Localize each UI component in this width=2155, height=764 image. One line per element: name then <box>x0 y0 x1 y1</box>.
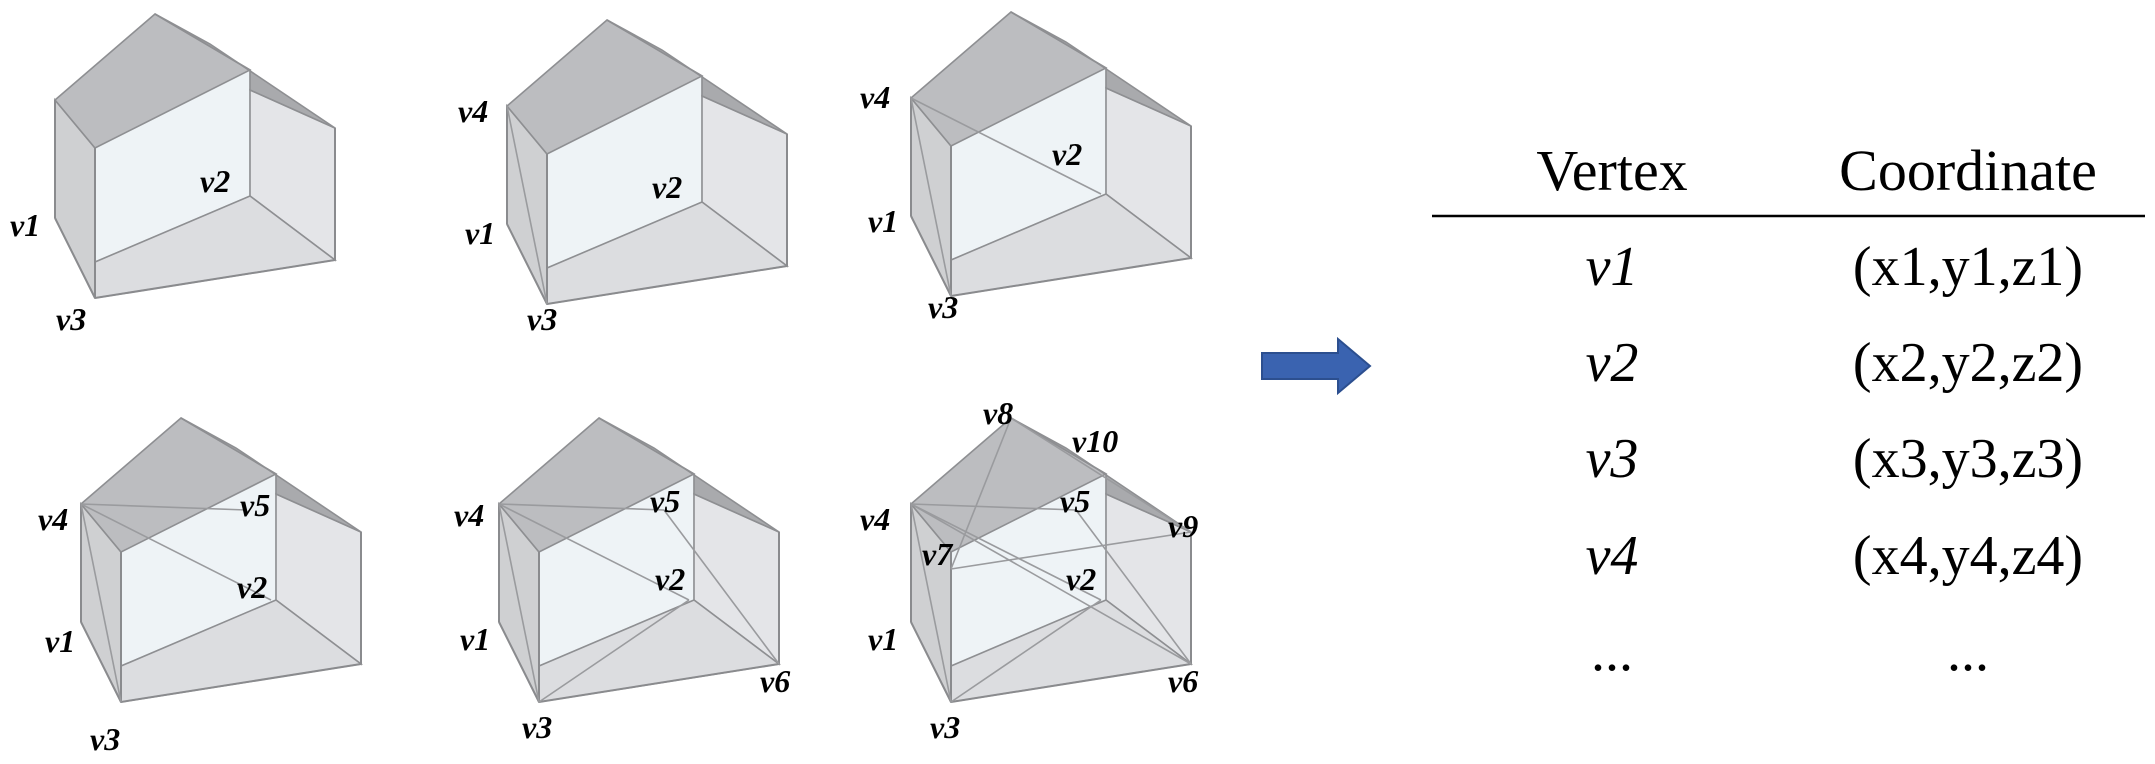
house-edge <box>506 223 548 305</box>
house-edge <box>546 265 788 305</box>
house-model: v4 v1 v2 v3 <box>458 19 789 337</box>
house-edge <box>950 663 1192 703</box>
table-row-2-coordinate: (x2,y2,z2) <box>1853 332 2083 394</box>
house-edge <box>498 621 540 703</box>
vertex-label: v3 <box>56 301 86 337</box>
house-edge <box>54 217 96 299</box>
diagonal-edge <box>910 97 952 297</box>
diagonal-edge <box>80 503 122 703</box>
table-row-4-vertex: v4 <box>1586 525 1639 587</box>
house-roof-right <box>606 19 788 135</box>
vertex-label: v6 <box>760 663 790 699</box>
vertex-label: v3 <box>90 721 120 757</box>
house-roof-right <box>1010 11 1192 127</box>
vertex-label: v9 <box>1168 508 1198 544</box>
vertex-label: v6 <box>1168 663 1198 699</box>
vertex-label: v1 <box>460 621 490 657</box>
vertex-label: v1 <box>868 203 898 239</box>
vertex-label: v4 <box>860 79 890 115</box>
vertex-label: v2 <box>1052 136 1082 172</box>
table-row-3-coordinate: (x3,y3,z3) <box>1853 428 2083 490</box>
vertex-label: v3 <box>930 709 960 745</box>
diagonal-edge <box>910 503 1102 601</box>
house-roof-right <box>598 417 780 533</box>
vertex-label: v5 <box>1060 483 1090 519</box>
vertex-label: v2 <box>655 561 685 597</box>
house-edge <box>538 663 780 703</box>
diagonal-edge <box>498 503 540 703</box>
vertex-label: v10 <box>1072 423 1118 459</box>
diagonal-edge <box>538 599 690 703</box>
house-model: v1 v2 v3 <box>10 13 337 337</box>
diagonal-edge <box>80 503 247 511</box>
house-model: v4 v2 v1 v3 <box>860 11 1193 325</box>
diagonal-edge <box>498 503 665 511</box>
house-edge <box>950 257 1192 297</box>
vertex-label: v1 <box>868 621 898 657</box>
house-roof-right <box>180 417 362 533</box>
diagonal-edge <box>1075 509 1192 665</box>
house-edge <box>120 663 362 703</box>
diagonal-edge <box>910 97 1102 195</box>
vertex-label: v4 <box>458 93 488 129</box>
house-model: v4 v5 v2 v1 v6 v3 <box>454 417 790 745</box>
diagonal-edge <box>80 503 272 601</box>
house-model: v4 v5 v2 v1 v3 <box>38 417 363 757</box>
vertex-label: v3 <box>527 301 557 337</box>
vertex-label: v2 <box>652 169 682 205</box>
diagonal-edge <box>950 417 1012 570</box>
house-edge <box>910 621 952 703</box>
diagonal-edge <box>910 503 1192 665</box>
table-row-3-vertex: v3 <box>1586 428 1639 490</box>
vertex-label: v3 <box>928 289 958 325</box>
diagonal-edge <box>506 105 548 305</box>
table-row-1-vertex: v1 <box>1586 236 1639 298</box>
vertex-label: v4 <box>860 501 890 537</box>
table-row-5-vertex: ... <box>1591 621 1633 683</box>
table-header-coordinate: Coordinate <box>1839 138 2097 203</box>
vertex-label: v4 <box>38 501 68 537</box>
table-row-1-coordinate: (x1,y1,z1) <box>1853 236 2083 298</box>
vertex-label: v4 <box>454 497 484 533</box>
diagonal-edge <box>910 503 1077 511</box>
vertex-label: v1 <box>465 215 495 251</box>
diagonal-edge <box>663 509 780 665</box>
diagonal-edge <box>498 503 690 601</box>
table-row-5-coordinate: ... <box>1947 621 1989 683</box>
table-row-2-vertex: v2 <box>1586 332 1639 394</box>
vertex-label: v2 <box>237 569 267 605</box>
vertex-label: v5 <box>240 487 270 523</box>
vertex-label: v8 <box>983 395 1013 431</box>
diagonal-edge <box>950 531 1192 570</box>
house-roof-right <box>154 13 336 129</box>
diagonal-edge <box>910 503 952 703</box>
table-header-vertex: Vertex <box>1536 138 1687 203</box>
house-model: v8 v10 v4 v5 v9 v7 v2 v1 v6 v3 <box>860 395 1198 745</box>
vertex-label: v2 <box>1066 561 1096 597</box>
vertex-label: v7 <box>922 536 954 572</box>
house-edge <box>80 621 122 703</box>
diagonal-edge <box>950 599 1102 703</box>
right-arrow-icon <box>1261 336 1372 396</box>
vertex-label: v1 <box>45 623 75 659</box>
table-row-4-coordinate: (x4,y4,z4) <box>1853 525 2083 587</box>
vertex-table: Vertex Coordinate v1 (x1,y1,z1) v2 (x2,y… <box>1432 138 2145 683</box>
vertex-label: v5 <box>650 483 680 519</box>
vertex-label: v2 <box>200 163 230 199</box>
vertex-label: v1 <box>10 207 40 243</box>
house-edge <box>910 215 952 297</box>
diagonal-edge <box>1010 417 1192 533</box>
house-edge <box>94 259 336 299</box>
vertex-label: v3 <box>522 709 552 745</box>
